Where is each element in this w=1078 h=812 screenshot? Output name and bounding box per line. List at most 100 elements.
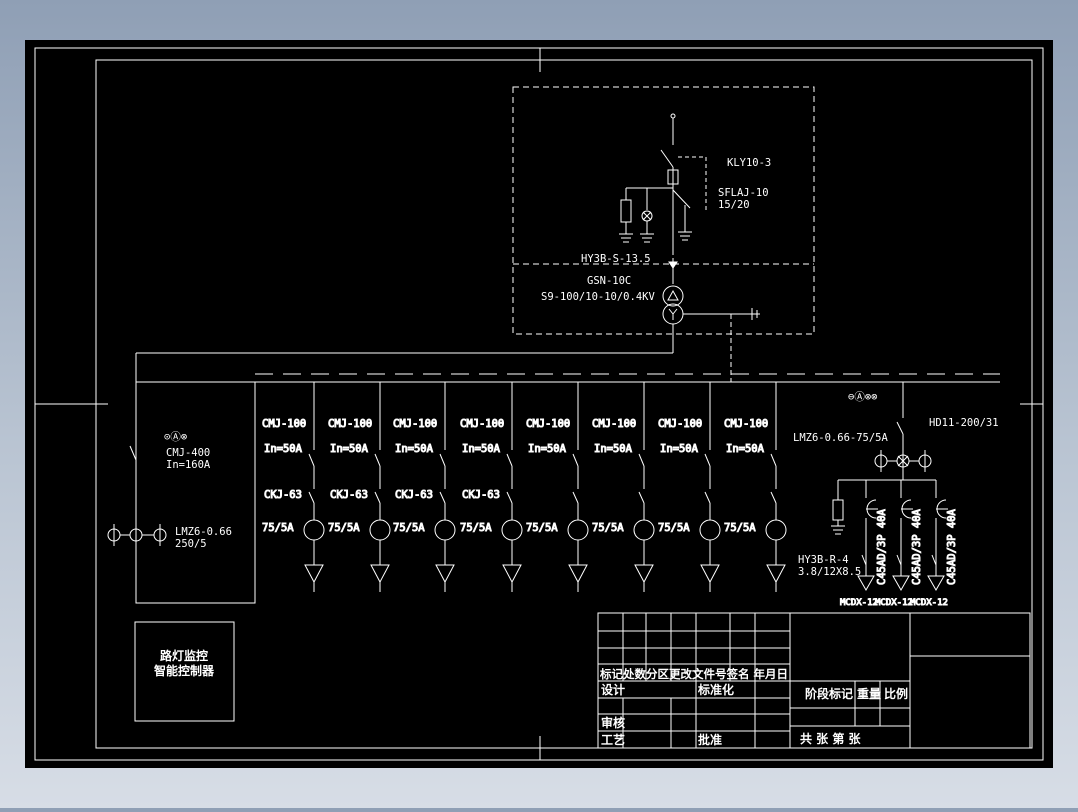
outgoing-arrow (435, 564, 455, 584)
transformer-label: S9-100/10-10/0.4KV (541, 291, 655, 303)
controller-label-line1: 路灯监控 (160, 648, 208, 663)
capacitor-breaker-contact (861, 554, 867, 566)
hv-fuse-rating: 15/20 (718, 199, 750, 211)
outgoing-arrow (568, 564, 588, 584)
feeder-breaker-label: CMJ-100 (393, 418, 437, 430)
feeder-breaker-label: CMJ-100 (724, 418, 768, 430)
breaker-contact (572, 453, 579, 467)
capacitor-branch-1: C45AD/3P 40A MCDX-12 (840, 480, 889, 609)
incoming-ct-label: LMZ6-0.66 (175, 526, 232, 538)
breaker-contact (506, 453, 513, 467)
outgoing-arrow (766, 564, 786, 584)
feeder-breaker-label: CMJ-100 (328, 418, 372, 430)
outgoing-arrow (634, 564, 654, 584)
compensation-switch-label: HD11-200/31 (929, 417, 999, 429)
outgoing-arrow (370, 564, 390, 584)
hv-load-switch (660, 113, 707, 255)
capacitor-breaker-contact (931, 554, 937, 566)
feeder-rating-label: In=50A (660, 443, 699, 455)
incoming-ct (107, 524, 167, 546)
feeder-breaker-label: CMJ-100 (658, 418, 702, 430)
contactor-contact (506, 491, 513, 504)
feeder-rating-label: In=50A (726, 443, 765, 455)
title-process: 工艺 (601, 732, 625, 747)
capacitor-bank-symbol (927, 575, 945, 592)
contactor-contact (308, 491, 315, 504)
feeder-rating-label: In=50A (330, 443, 369, 455)
title-weight: 重量 (857, 686, 881, 701)
breaker-contact (638, 453, 645, 467)
title-standardize: 标准化 (697, 682, 734, 697)
title-sheets: 共 张 第 张 (800, 731, 862, 746)
capacitor-bank-symbol (857, 575, 875, 592)
title-block (597, 612, 1031, 749)
breaker-contact (704, 453, 711, 467)
controller-label-line2: 智能控制器 (153, 663, 215, 678)
feeder-rating-label: In=50A (264, 443, 303, 455)
incoming-breaker-label: CMJ-400 (166, 447, 210, 459)
feeder-breaker-label: CMJ-100 (262, 418, 306, 430)
title-scale: 比例 (884, 686, 908, 701)
breaker-contact (770, 453, 777, 467)
title-check: 审核 (601, 715, 625, 730)
feeder-rating-label: In=50A (594, 443, 633, 455)
transformer (136, 258, 760, 382)
capacitor-breaker-label: C45AD/3P 40A (911, 508, 923, 585)
contactor-contact (439, 491, 446, 504)
feeder-ct-label: 75/5A (460, 522, 492, 534)
contactor-contact (704, 491, 711, 504)
hv-cabinet-box (512, 86, 815, 335)
drawing-lines (34, 47, 1044, 761)
hv-cabinet-label: GSN-10C (587, 275, 631, 287)
outgoing-arrow (502, 564, 522, 584)
capacitor-contactor-label: MCDX-12 (840, 598, 878, 608)
feeder-breaker-label: CMJ-100 (592, 418, 636, 430)
feeder-ct-label: 75/5A (592, 522, 624, 534)
feeder-ct-label: 75/5A (262, 522, 294, 534)
title-design: 设计 (601, 682, 625, 697)
title-stage-mark: 阶段标记 (805, 686, 853, 701)
feeder-contactor-label: CKJ-63 (395, 489, 433, 501)
breaker-contact (374, 453, 381, 467)
feeder-rating-label: In=50A (528, 443, 567, 455)
feeder-ct-label: 75/5A (724, 522, 756, 534)
controller-box (134, 621, 235, 722)
feeder-ct-label: 75/5A (658, 522, 690, 534)
contactor-contact (374, 491, 381, 504)
feeder-breaker-label: CMJ-100 (460, 418, 504, 430)
capacitor-breaker-label: C45AD/3P 40A (876, 508, 888, 585)
compensation-labels: ⊖Ⓐ⊗⊗ HD11-200/31 LMZ6-0.66-75/5A HY3B-R-… (793, 391, 999, 578)
capacitor-contactor-label: MCDX-12 (875, 598, 913, 608)
hv-surge-arrester (619, 187, 673, 243)
feeder-contactor-label: CKJ-63 (330, 489, 368, 501)
capacitor-breaker-contact (896, 554, 902, 566)
title-block-labels: 标记处数分区更改文件号签名 年月日 设计 标准化 审核 工艺 批准 阶段标记 重… (599, 667, 908, 747)
hv-labels: KLY10-3 SFLAJ-10 15/20 HY3B-S-13.5 GSN-1… (541, 157, 771, 303)
hv-switch-label: KLY10-3 (727, 157, 771, 169)
drawing-canvas[interactable] (25, 40, 1053, 768)
capacitor-breaker-label: C45AD/3P 40A (946, 508, 958, 585)
contactor-contact (638, 491, 645, 504)
controller-labels: 路灯监控 智能控制器 (153, 648, 215, 678)
compensation-arrester-label: HY3B-R-4 (798, 554, 849, 566)
capacitor-contactor-label: MCDX-12 (910, 598, 948, 608)
hv-fuse-label: SFLAJ-10 (718, 187, 769, 199)
contactor-contact (770, 491, 777, 504)
feeder-rating-label: In=50A (395, 443, 434, 455)
feeder-ct-label: 75/5A (328, 522, 360, 534)
compensation-arrester-rating: 3.8/12X8.5 (798, 566, 861, 578)
incoming-breaker (129, 353, 137, 603)
breaker-contact (308, 453, 315, 467)
hv-arrester-label: HY3B-S-13.5 (581, 253, 651, 265)
